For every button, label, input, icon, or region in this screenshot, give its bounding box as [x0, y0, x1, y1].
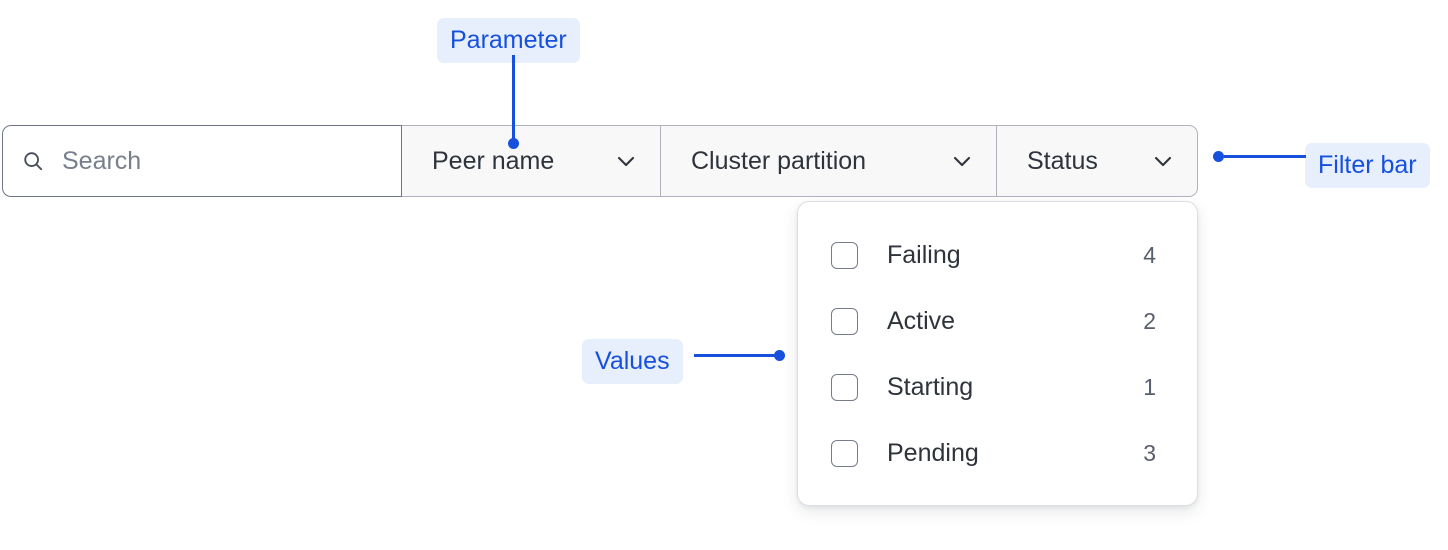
- search-field[interactable]: [2, 125, 402, 197]
- peer-name-dropdown-label: Peer name: [432, 146, 555, 175]
- list-item[interactable]: Starting 1: [798, 354, 1197, 420]
- list-item-label: Pending: [887, 438, 979, 467]
- list-item-label: Starting: [887, 372, 974, 401]
- cluster-partition-dropdown-label: Cluster partition: [691, 146, 867, 175]
- annotation-leader-line-parameter: [512, 55, 515, 143]
- checkbox[interactable]: [831, 307, 858, 335]
- chevron-down-icon: [1154, 156, 1172, 167]
- annotation-leader-dot-parameter: [508, 138, 519, 149]
- search-icon: [24, 152, 43, 171]
- annotation-leader-dot-values: [774, 350, 785, 361]
- annotation-label-values: Values: [582, 339, 683, 384]
- status-dropdown-panel: Failing 4 Active 2 Starting 1 Pending 3: [797, 201, 1198, 506]
- list-item-count: 3: [1143, 439, 1156, 466]
- list-item-count: 4: [1143, 241, 1156, 268]
- list-item[interactable]: Active 2: [798, 288, 1197, 354]
- cluster-partition-dropdown[interactable]: Cluster partition: [660, 126, 996, 196]
- list-item-label: Failing: [887, 240, 961, 269]
- annotation-leader-line-values: [694, 354, 780, 357]
- checkbox[interactable]: [831, 439, 858, 467]
- list-item[interactable]: Failing 4: [798, 222, 1197, 288]
- annotation-label-parameter: Parameter: [437, 18, 580, 63]
- filter-bar: Peer name Cluster partition Status: [2, 125, 1198, 197]
- annotation-leader-line-filter-bar: [1224, 155, 1306, 158]
- list-item-count: 1: [1143, 373, 1156, 400]
- list-item[interactable]: Pending 3: [798, 420, 1197, 486]
- status-dropdown[interactable]: Status: [996, 126, 1197, 196]
- checkbox[interactable]: [831, 241, 858, 269]
- list-item-count: 2: [1143, 307, 1156, 334]
- peer-name-dropdown[interactable]: Peer name: [402, 126, 660, 196]
- checkbox[interactable]: [831, 373, 858, 401]
- chevron-down-icon: [617, 156, 635, 167]
- annotation-label-filter-bar: Filter bar: [1305, 143, 1430, 188]
- chevron-down-icon: [953, 156, 971, 167]
- annotation-leader-dot-filter-bar: [1213, 151, 1224, 162]
- status-dropdown-label: Status: [1027, 146, 1098, 175]
- search-input[interactable]: [62, 146, 362, 176]
- filter-dropdown-group: Peer name Cluster partition Status: [402, 125, 1198, 197]
- list-item-label: Active: [887, 306, 956, 335]
